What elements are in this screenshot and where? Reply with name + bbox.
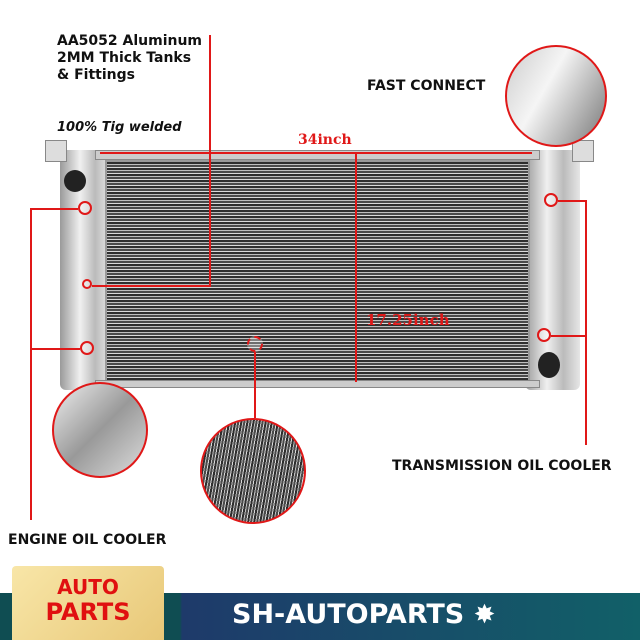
- core-marker: [247, 336, 263, 352]
- height-label: 17.25inch: [366, 311, 450, 329]
- inlet-fitting: [64, 170, 86, 192]
- core-detail-image: [191, 409, 315, 533]
- sparkle-icon: ✸: [473, 600, 496, 630]
- fast-connect-detail-image: [505, 45, 607, 147]
- width-label: 34inch: [298, 132, 352, 148]
- engine-marker-1: [78, 201, 92, 215]
- brand-text: SH-AUTOPARTS: [232, 599, 465, 630]
- engine-leader-v: [30, 208, 32, 520]
- material-line-2: 2MM Thick Tanks: [57, 50, 192, 66]
- transmission-leader-h2: [551, 335, 587, 337]
- height-dimension-line: [355, 154, 357, 382]
- engine-leader-h2: [30, 348, 80, 350]
- material-line-1: AA5052 Aluminum: [57, 33, 203, 49]
- radiator-core: [105, 160, 530, 382]
- engine-oil-cooler-label: ENGINE OIL COOLER: [8, 532, 167, 548]
- radiator-bottom-bar: [95, 380, 540, 388]
- radiator-right-tank: [525, 150, 580, 390]
- transmission-marker-2: [537, 328, 551, 342]
- engine-leader-h1: [30, 208, 78, 210]
- brand-name: SH-AUTOPARTS ✸: [232, 597, 495, 633]
- transmission-leader-v: [585, 200, 587, 445]
- radiator-top-bar: [95, 150, 540, 160]
- width-dimension-line: [100, 152, 532, 154]
- bracket-left: [45, 140, 67, 162]
- auto-parts-tag: AUTO PARTS: [12, 566, 164, 640]
- tag-line-1: AUTO: [57, 575, 119, 599]
- fast-connect-label: FAST CONNECT: [367, 78, 486, 94]
- bracket-right: [572, 140, 594, 162]
- outlet-fitting: [538, 352, 560, 378]
- core-leader: [254, 352, 256, 418]
- material-leader-h: [92, 285, 211, 287]
- welded-label: 100% Tig welded: [57, 120, 182, 135]
- engine-cooler-detail-image: [52, 382, 148, 478]
- engine-marker-2: [80, 341, 94, 355]
- material-line-3: & Fittings: [57, 67, 135, 83]
- transmission-oil-cooler-label: TRANSMISSION OIL COOLER: [392, 458, 612, 474]
- material-leader-v: [209, 35, 211, 287]
- tag-line-2: PARTS: [45, 598, 131, 626]
- transmission-marker-1: [544, 193, 558, 207]
- transmission-leader-h1: [558, 200, 587, 202]
- material-marker: [82, 279, 92, 289]
- material-callout: AA5052 Aluminum 2MM Thick Tanks & Fittin…: [57, 33, 202, 84]
